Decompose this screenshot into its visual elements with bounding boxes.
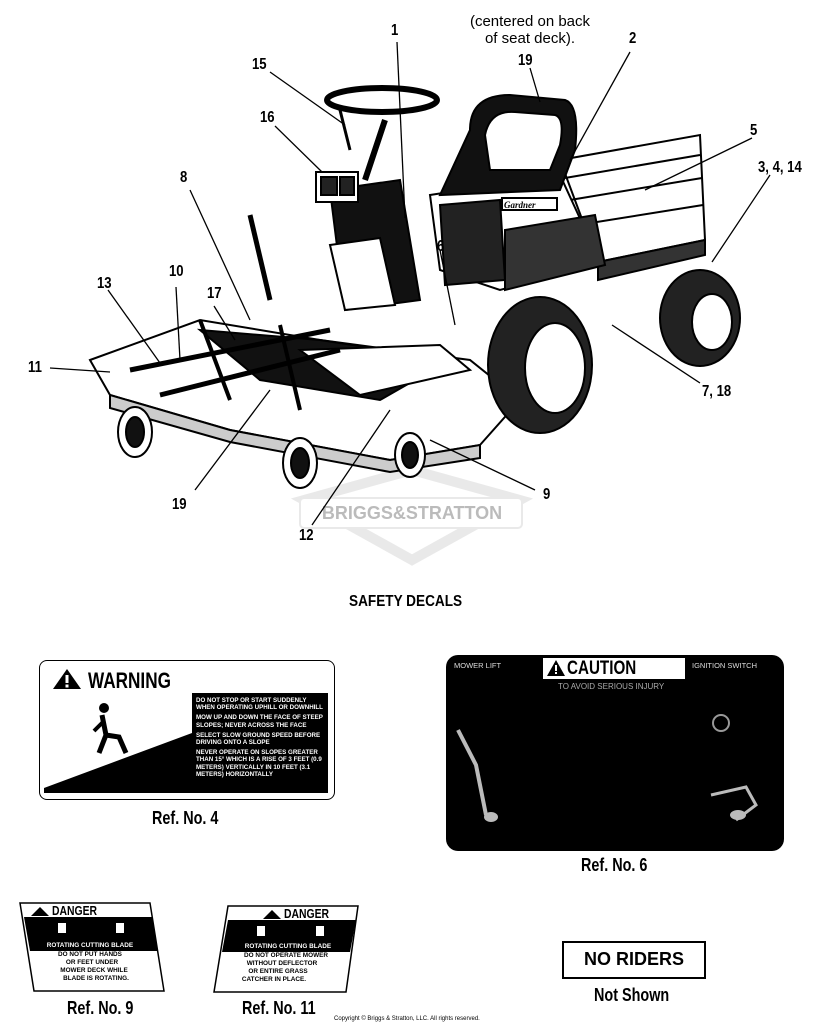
callout-13: 13 xyxy=(97,275,112,292)
callout-19-top: 19 xyxy=(518,52,533,69)
warning-title: WARNING xyxy=(88,668,171,693)
ref-no-4: Ref. No. 4 xyxy=(152,808,219,828)
danger-11-line: DO NOT OPERATE MOWER xyxy=(243,952,329,959)
callout-9: 9 xyxy=(543,486,551,503)
danger-decal-11: DANGER ROTATING CUTTING BLADE DO NOT OPE… xyxy=(212,904,362,994)
dash-console xyxy=(247,85,440,312)
caution-subtitle: TO AVOID SERIOUS INJURY xyxy=(558,682,665,691)
caution-header: CAUTION xyxy=(543,658,685,679)
copyright-notice: Copyright © Briggs & Stratton, LLC. All … xyxy=(334,1016,480,1022)
warning-rule: SELECT SLOW GROUND SPEED BEFORE DRIVING … xyxy=(196,731,321,747)
caution-decal: MOWER LIFT CAUTION IGNITION SWITCH TO AV… xyxy=(446,655,784,851)
ref-no-6: Ref. No. 6 xyxy=(581,855,648,875)
wheels xyxy=(117,269,741,489)
danger-11-line: CATCHER IN PLACE. xyxy=(241,976,307,983)
slope-rider-pictogram xyxy=(44,693,192,793)
section-title: SAFETY DECALS xyxy=(349,593,463,610)
seat xyxy=(438,93,578,197)
danger-decal-9: DANGER ROTATING CUTTING BLADE DO NOT PUT… xyxy=(18,901,166,993)
danger-11-line: OR ENTIRE GRASS xyxy=(248,968,308,975)
callout-19-bottom: 19 xyxy=(172,496,187,513)
danger-11-line: ROTATING CUTTING BLADE xyxy=(244,943,332,950)
no-riders-decal: NO RIDERS xyxy=(562,941,706,979)
warning-triangle-icon xyxy=(53,669,81,689)
danger-11-line: WITHOUT DEFLECTOR xyxy=(246,960,318,967)
seat-deck-note-line-1: (centered on back xyxy=(469,13,591,30)
watermark-logo xyxy=(290,464,534,566)
mower-deck xyxy=(88,318,522,474)
ref-no-9: Ref. No. 9 xyxy=(67,998,134,1018)
warning-rules: DO NOT STOP OR START SUDDENLY WHEN OPERA… xyxy=(196,697,326,781)
danger-9-title: DANGER xyxy=(52,903,98,918)
seat-deck-note: (centered on back of seat deck). xyxy=(440,13,620,47)
watermark-text: BRIGGS&STRATTON xyxy=(322,503,502,523)
ignition-switch-caption: IGNITION SWITCH xyxy=(692,661,757,670)
callout-1: 1 xyxy=(391,22,399,39)
callout-17: 17 xyxy=(207,285,222,302)
rider-on-slope-icon xyxy=(44,703,192,793)
warning-header: WARNING xyxy=(44,665,328,693)
danger-9-line: BLADE IS ROTATING. xyxy=(63,975,129,982)
callout-2: 2 xyxy=(629,30,637,47)
callout-8: 8 xyxy=(180,169,188,186)
vehicle-badge: Gardner xyxy=(504,200,536,210)
mower-diagram: BRIGGS&STRATTON Gardner xyxy=(49,41,771,566)
leader-lines xyxy=(49,41,771,526)
no-riders-label: NO RIDERS xyxy=(583,949,684,969)
callout-12: 12 xyxy=(299,527,314,544)
callout-11: 11 xyxy=(28,359,42,376)
danger-9-line: OR FEET UNDER xyxy=(65,959,119,966)
mower-lift-caption: MOWER LIFT xyxy=(454,661,502,670)
caution-triangle-icon xyxy=(547,660,565,676)
warning-decal: WARNING DO NOT STOP OR START SUDDENLY WH… xyxy=(39,660,335,800)
danger-9-line: MOWER DECK WHILE xyxy=(60,967,128,974)
danger-9-line: ROTATING CUTTING BLADE xyxy=(46,942,134,949)
ref-no-11: Ref. No. 11 xyxy=(242,998,316,1018)
danger-11-title: DANGER xyxy=(284,906,330,921)
callout-5: 5 xyxy=(750,122,758,139)
warning-rule: MOW UP AND DOWN THE FACE OF STEEP SLOPES… xyxy=(196,714,323,729)
danger-9-line: DO NOT PUT HANDS xyxy=(58,951,122,958)
danger-decal-9-shape xyxy=(19,902,165,992)
callout-7-18: 7, 18 xyxy=(702,383,732,400)
callout-10: 10 xyxy=(169,263,184,280)
lever-and-key-pictogram xyxy=(456,714,758,822)
callout-16: 16 xyxy=(260,109,275,126)
callout-15: 15 xyxy=(252,56,267,73)
warning-rule: NEVER OPERATE ON SLOPES GREATER THAN 15°… xyxy=(196,749,322,778)
danger-decal-11-shape xyxy=(213,905,359,993)
callout-6: 6 xyxy=(437,238,445,255)
seat-deck-note-line-2: of seat deck). xyxy=(484,30,576,47)
callout-3-4-14: 3, 4, 14 xyxy=(758,159,802,176)
caution-title: CAUTION xyxy=(567,658,637,679)
warning-rule: DO NOT STOP OR START SUDDENLY WHEN OPERA… xyxy=(196,697,323,712)
not-shown-note: Not Shown xyxy=(594,985,670,1005)
